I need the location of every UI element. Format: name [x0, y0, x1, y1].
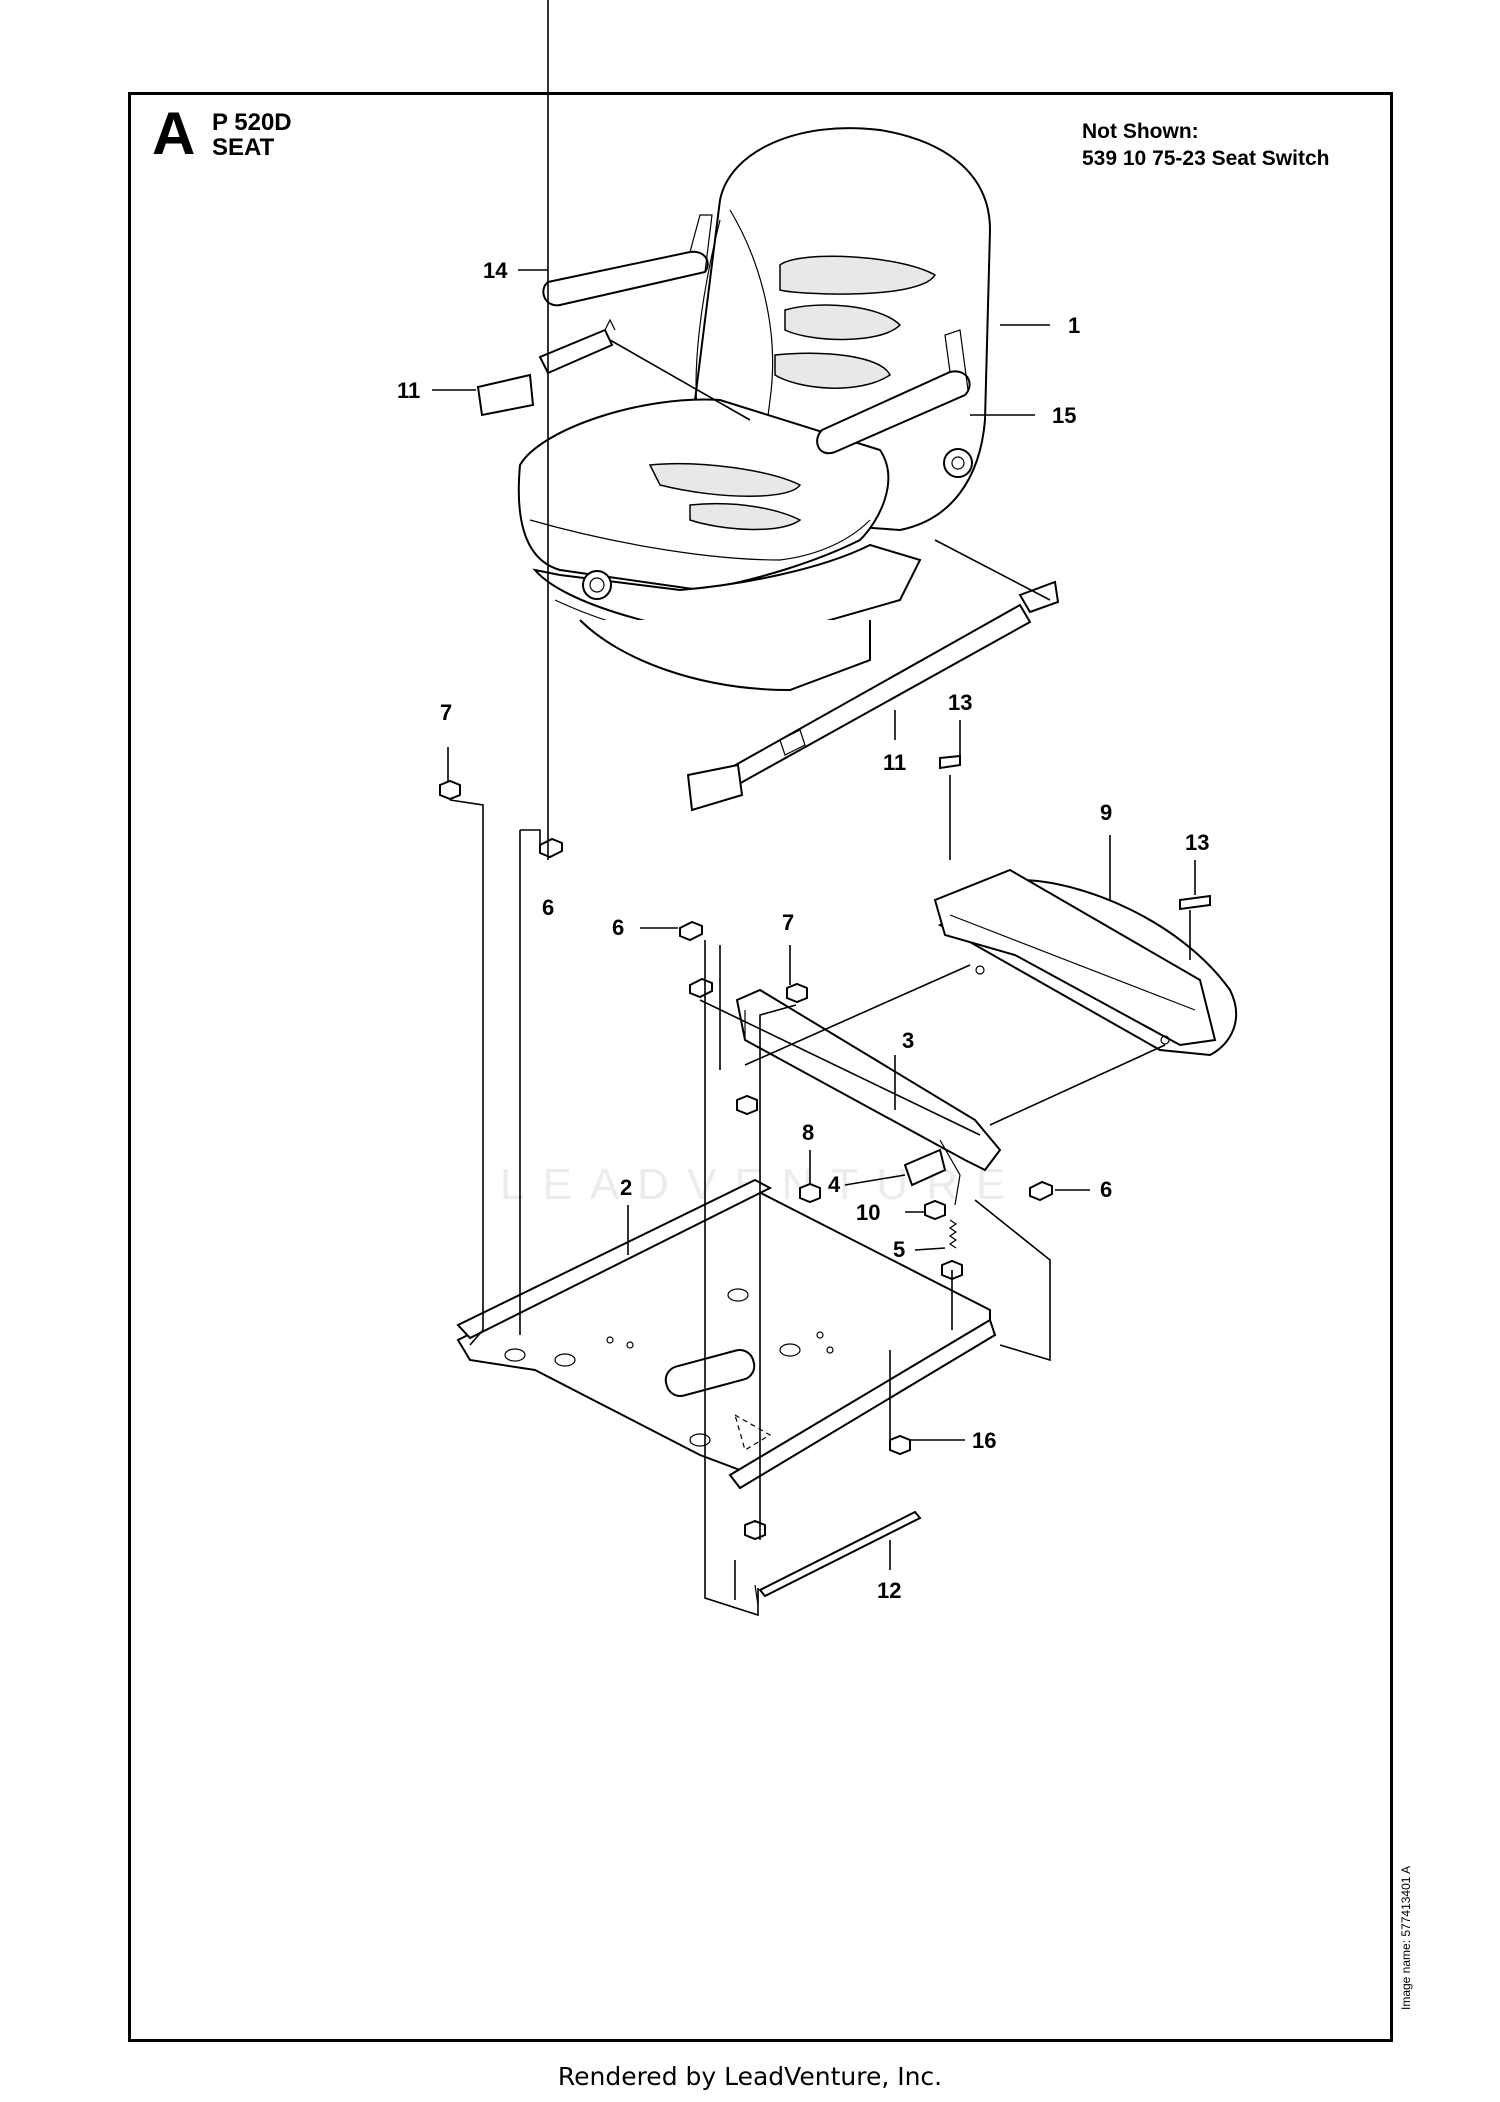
callout-10: 10 [856, 1200, 880, 1225]
callout-13-right: 13 [1185, 830, 1209, 855]
callout-11-seat-belt: 11 [397, 378, 420, 403]
callout-15: 15 [1052, 403, 1076, 428]
not-shown-note: Not Shown: 539 10 75-23 Seat Switch [1082, 118, 1329, 173]
section-letter: A [152, 100, 196, 167]
image-name-label: Image name: 577413401 A [1399, 1865, 1413, 2010]
callout-11-belt: 11 [883, 750, 906, 775]
callout-8: 8 [802, 1120, 814, 1145]
assembly-lines [449, 339, 1191, 1617]
page-title: SEAT [212, 134, 275, 162]
callout-7-right: 7 [782, 910, 794, 935]
callout-14: 14 [483, 258, 508, 283]
callout-6-middle: 6 [612, 915, 624, 940]
callout-13-left: 13 [948, 690, 972, 715]
leader-lines [432, 0, 1196, 1570]
callout-3: 3 [902, 1028, 914, 1053]
callout-12: 12 [877, 1578, 901, 1603]
callout-4: 4 [828, 1172, 841, 1197]
model-title: P 520D SEAT [212, 109, 292, 162]
callout-labels: 14 1 11 15 7 13 11 9 13 6 6 7 3 8 2 4 10… [397, 258, 1209, 1603]
callout-9: 9 [1100, 800, 1112, 825]
callout-6-right: 6 [1100, 1177, 1112, 1202]
callout-7-left: 7 [440, 700, 452, 725]
model-name: P 520D [212, 109, 292, 136]
callout-6-upper: 6 [542, 895, 554, 920]
not-shown-item: 539 10 75-23 Seat Switch [1082, 147, 1330, 171]
callout-1: 1 [1068, 313, 1080, 338]
callout-16: 16 [972, 1428, 996, 1453]
not-shown-heading: Not Shown: [1082, 120, 1199, 143]
footer-credit: Rendered by LeadVenture, Inc. [557, 2062, 943, 2091]
base-plate-drawing [456, 1178, 997, 1606]
seat-bracket-drawing [933, 754, 1238, 1057]
seat-support-drawing [735, 988, 1002, 1249]
diagram-frame [128, 92, 1393, 2042]
callout-2: 2 [620, 1175, 632, 1200]
callout-5: 5 [893, 1237, 905, 1262]
seat-assembly-drawing [476, 127, 1060, 812]
